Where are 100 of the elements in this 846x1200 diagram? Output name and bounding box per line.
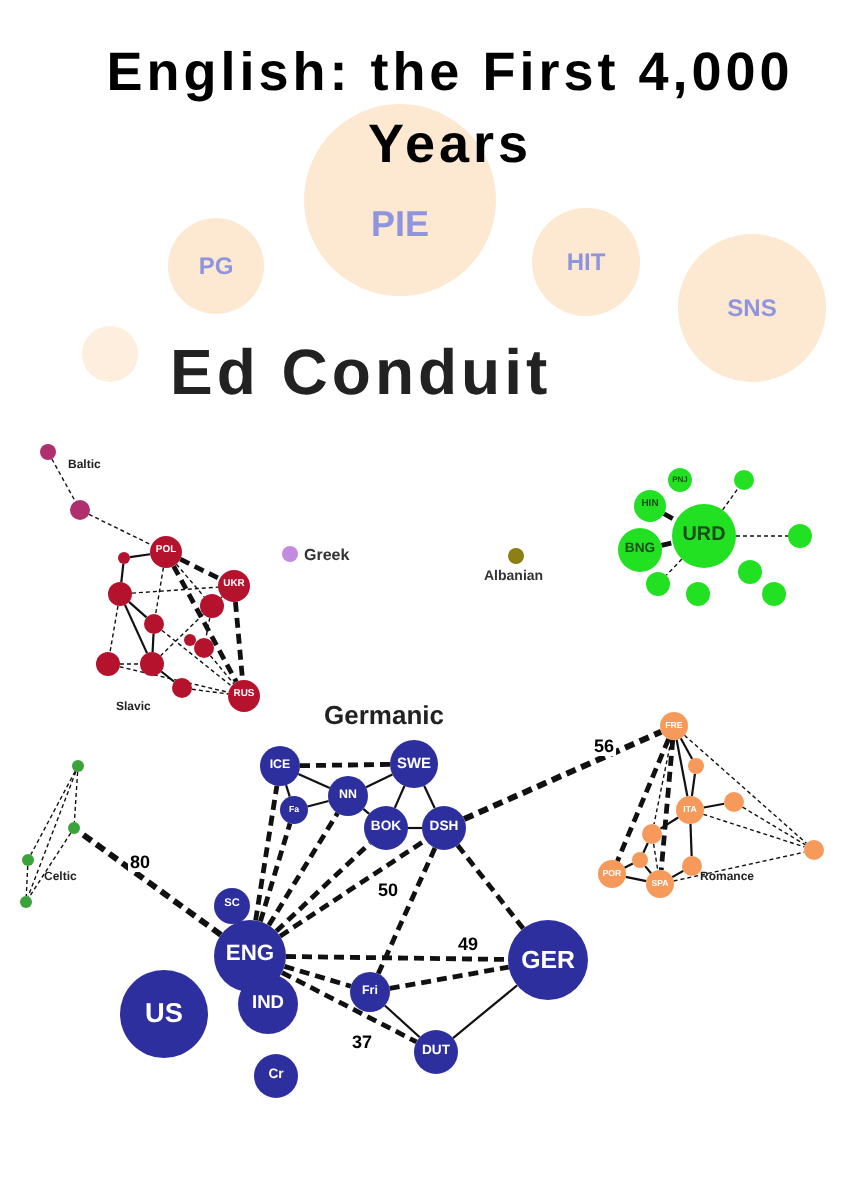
edge-label: 80	[128, 852, 153, 872]
dashed-connector	[721, 487, 739, 511]
language-circle	[738, 560, 762, 584]
dashed-connector	[27, 770, 77, 898]
dashed-connector	[462, 728, 663, 822]
dashed-connector	[389, 964, 510, 991]
language-circle	[686, 582, 710, 606]
language-circle	[172, 678, 192, 698]
node-label: Greek	[304, 546, 350, 564]
dashed-connector	[702, 813, 806, 848]
dashed-connector	[258, 822, 293, 923]
language-circle	[108, 582, 132, 606]
dashed-connector	[233, 601, 245, 681]
dashed-connector	[131, 586, 219, 594]
language-circle	[96, 652, 120, 676]
dashed-connector	[88, 513, 153, 546]
edge-label: 50	[376, 880, 401, 900]
dashed-connector	[119, 666, 230, 694]
connector-line	[703, 802, 725, 809]
dashed-connector	[660, 540, 674, 548]
language-circle	[688, 758, 704, 774]
faded-circle: HIT	[532, 208, 640, 316]
language-circle	[70, 500, 90, 520]
dashed-connector	[376, 847, 438, 975]
dashed-connector	[274, 841, 372, 934]
dashed-connector	[171, 564, 239, 684]
language-circle	[734, 470, 754, 490]
dashed-connector	[283, 964, 352, 989]
connector-line	[679, 737, 694, 760]
connector-line	[690, 773, 696, 797]
connector-line	[129, 553, 151, 559]
connector-line	[408, 826, 422, 830]
language-circle	[724, 792, 744, 812]
dashed-connector	[205, 617, 211, 639]
dashed-connector	[28, 832, 72, 898]
language-circle	[22, 854, 34, 866]
connector-line	[365, 773, 393, 789]
dashed-connector	[30, 770, 76, 856]
dashed-connector	[154, 567, 165, 615]
dashed-connector	[179, 557, 221, 581]
language-circle	[194, 638, 214, 658]
language-circle	[804, 840, 824, 860]
connector-line	[285, 784, 291, 797]
language-circle	[788, 524, 812, 548]
language-circle	[762, 582, 786, 606]
connector-line	[689, 823, 693, 857]
connector-line	[625, 875, 647, 883]
dashed-connector	[653, 739, 672, 825]
connector-line	[151, 633, 155, 653]
language-circle	[282, 546, 298, 562]
language-circle	[184, 634, 196, 646]
dashed-connector	[658, 739, 676, 871]
dashed-connector	[25, 865, 29, 897]
dashed-connector	[280, 970, 418, 1045]
connector-line	[128, 601, 148, 619]
language-circle	[144, 614, 164, 634]
faded-circle	[82, 326, 138, 382]
dashed-connector	[209, 654, 235, 685]
dashed-connector	[662, 511, 678, 523]
dashed-connector	[161, 629, 233, 687]
language-circle	[642, 824, 662, 844]
language-circle	[682, 856, 702, 876]
language-circle	[20, 896, 32, 908]
language-circle	[40, 444, 56, 460]
language-circle	[118, 552, 130, 564]
connector-line	[393, 785, 406, 809]
dashed-connector	[119, 663, 141, 665]
dashed-connector	[285, 954, 509, 962]
group-label: Germanic	[324, 700, 444, 730]
dashed-connector	[109, 605, 119, 653]
book-title: English: the First 4,000 Years	[104, 40, 796, 178]
dashed-connector	[741, 806, 807, 846]
dashed-connector	[299, 761, 391, 769]
dashed-connector	[735, 535, 789, 537]
dashed-connector	[77, 829, 223, 938]
connector-line	[384, 1004, 421, 1038]
connector-line	[642, 842, 649, 854]
dashed-connector	[175, 563, 205, 598]
connector-line	[307, 799, 329, 808]
faded-circle: SNS	[678, 234, 826, 382]
language-circle: US	[120, 970, 208, 1058]
language-circle: IND	[238, 974, 298, 1034]
connector-line	[297, 773, 331, 789]
dashed-connector	[266, 811, 340, 927]
language-circle	[72, 760, 84, 772]
connector-line	[120, 563, 125, 583]
dashed-connector	[652, 843, 659, 871]
dashed-connector	[51, 458, 76, 502]
faded-circle: PG	[168, 218, 264, 314]
language-circle	[68, 822, 80, 834]
language-circle	[632, 852, 648, 868]
connector-line	[659, 816, 679, 830]
dashed-connector	[73, 771, 79, 823]
language-circle	[508, 548, 524, 564]
dashed-connector	[455, 843, 526, 931]
dashed-connector	[253, 785, 280, 921]
connector-line	[675, 739, 689, 797]
dashed-connector	[278, 838, 427, 939]
language-circle	[200, 594, 224, 618]
language-circle	[140, 652, 164, 676]
